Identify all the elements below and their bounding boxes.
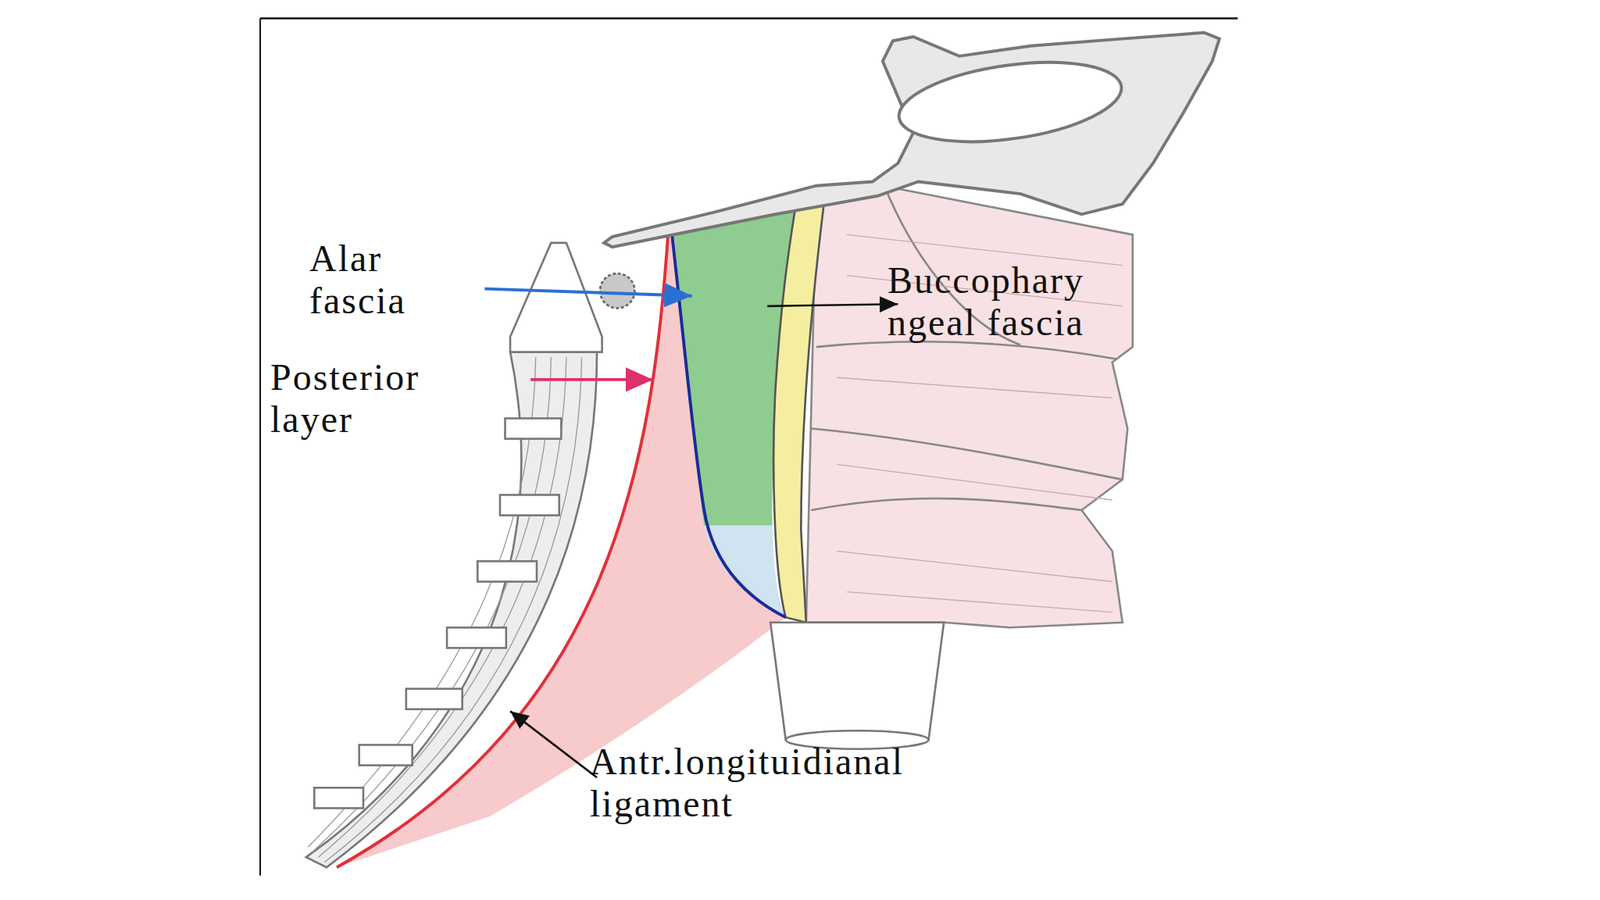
skull-base	[603, 32, 1220, 247]
vertebral-processes	[314, 418, 561, 809]
pharyngeal-muscles	[806, 185, 1133, 629]
leader-arrow	[767, 303, 898, 307]
label-text: Posterior layer	[270, 356, 466, 441]
frame-line	[259, 18, 261, 876]
buccopharyngeal-band	[773, 199, 825, 623]
lymph-node	[600, 273, 635, 308]
label-text: Alar fascia	[309, 237, 443, 322]
dens	[510, 242, 603, 353]
leader-arrow	[484, 289, 692, 297]
oesophagus	[770, 622, 944, 740]
space-lower	[703, 525, 786, 618]
label-text: Buccophary ngeal fascia	[887, 259, 1146, 344]
foramen	[893, 50, 1127, 154]
leader-arrow	[510, 710, 597, 778]
label-text: Antr.longituidianal ligament	[589, 740, 1004, 825]
leader-arrow	[530, 378, 654, 382]
frame-line	[260, 17, 1238, 20]
alar-fascia-line	[671, 229, 786, 618]
muscle-boundary	[810, 193, 1122, 511]
